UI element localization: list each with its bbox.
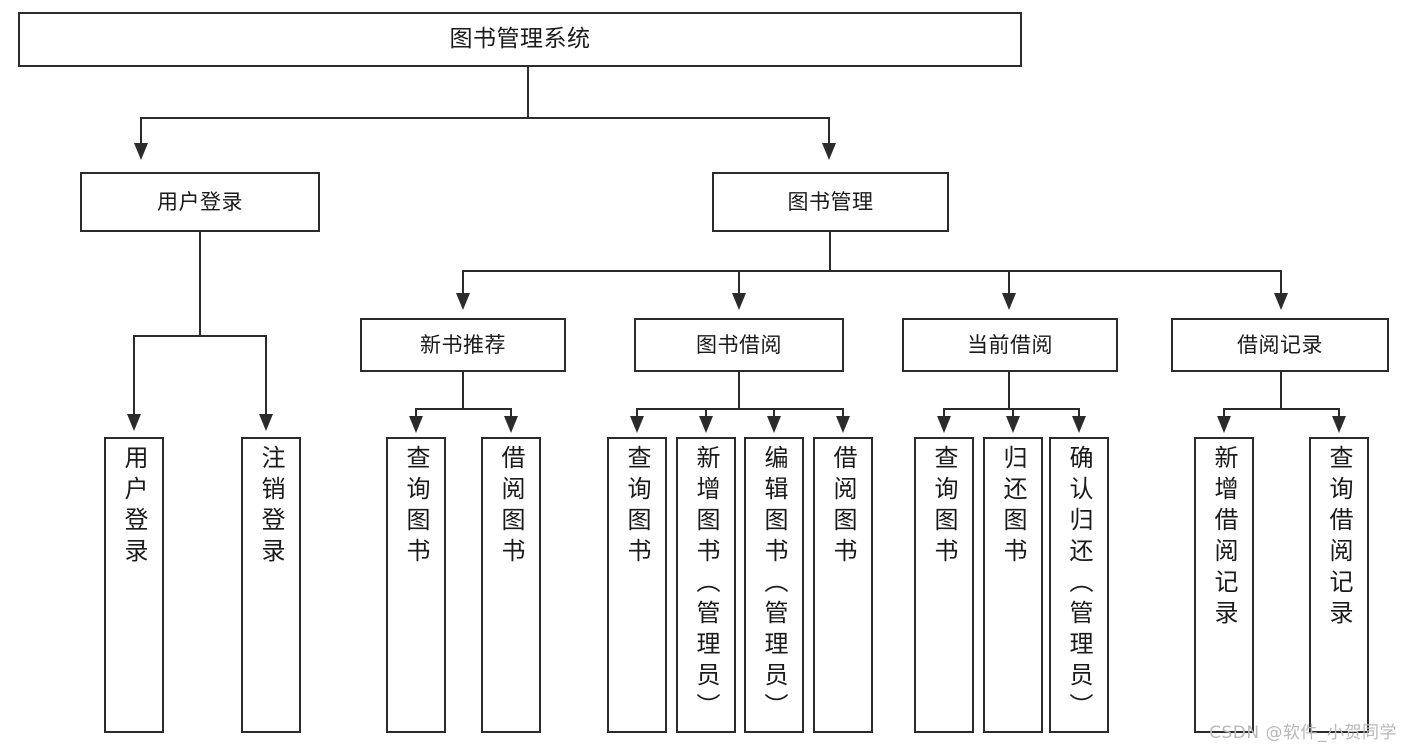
connector-drop-leaf-13 bbox=[1338, 408, 1340, 418]
leaf-node-confirm-return-admin[interactable]: 确认归还（管理员） bbox=[1049, 437, 1109, 733]
node-label: 新书推荐 bbox=[420, 332, 506, 357]
connector-book-borrow-bus bbox=[636, 408, 843, 410]
connector-drop-book-manage bbox=[828, 117, 830, 145]
leaf-node-logout[interactable]: 注销登录 bbox=[241, 437, 301, 733]
leaf-node-borrow-book[interactable]: 借阅图书 bbox=[813, 437, 873, 733]
node-label: 借阅图书 bbox=[829, 445, 857, 569]
node-label: 用户登录 bbox=[157, 189, 243, 214]
node-label: 当前借阅 bbox=[967, 332, 1053, 357]
node-label: 图书管理 bbox=[787, 189, 874, 214]
node-label: 用户登录 bbox=[120, 445, 148, 569]
node-label: 归还图书 bbox=[999, 445, 1027, 569]
node-label: 查询图书 bbox=[623, 445, 651, 569]
connector-user-login-stem bbox=[199, 232, 201, 336]
connector-drop-leaf-3 bbox=[415, 408, 417, 418]
arrowhead-borrow-book bbox=[732, 293, 746, 310]
connector-borrow-record-stem bbox=[1280, 372, 1282, 409]
connector-drop-leaf-4 bbox=[510, 408, 512, 418]
arrowhead-leaf-6 bbox=[699, 416, 713, 433]
arrowhead-leaf-3 bbox=[409, 416, 423, 433]
node-new-book-recommend[interactable]: 新书推荐 bbox=[360, 318, 566, 372]
node-book-management[interactable]: 图书管理 bbox=[712, 172, 949, 232]
leaf-node-add-borrow-record[interactable]: 新增借阅记录 bbox=[1194, 437, 1254, 733]
connector-drop-leaf-7 bbox=[773, 408, 775, 418]
arrowhead-leaf-5 bbox=[630, 416, 644, 433]
arrowhead-leaf-9 bbox=[937, 416, 951, 433]
connector-current-borrow-bus bbox=[943, 408, 1079, 410]
connector-root-stem bbox=[527, 67, 529, 117]
connector-drop-leaf-12 bbox=[1223, 408, 1225, 418]
connector-drop-leaf-10 bbox=[1012, 408, 1014, 418]
connector-level2-bus bbox=[462, 270, 1282, 272]
leaf-node-borrow-book-recommend[interactable]: 借阅图书 bbox=[481, 437, 541, 733]
connector-drop-borrow-record bbox=[1280, 270, 1282, 295]
node-label: 借阅图书 bbox=[497, 445, 525, 569]
arrowhead-leaf-10 bbox=[1006, 416, 1020, 433]
leaf-node-query-book-recommend[interactable]: 查询图书 bbox=[386, 437, 446, 733]
connector-drop-current-borrow bbox=[1008, 270, 1010, 295]
node-label: 确认归还（管理员） bbox=[1065, 445, 1093, 724]
connector-level1-bus bbox=[140, 117, 830, 119]
node-label: 查询借阅记录 bbox=[1325, 445, 1353, 631]
arrowhead-leaf-7 bbox=[767, 416, 781, 433]
node-label: 新增图书（管理员） bbox=[692, 445, 720, 724]
node-label: 编辑图书（管理员） bbox=[760, 445, 788, 724]
arrowhead-borrow-record bbox=[1274, 293, 1288, 310]
node-label: 图书管理系统 bbox=[449, 25, 591, 52]
watermark-text: CSDN @软件_小贺同学 bbox=[1209, 723, 1397, 743]
connector-user-login-bus bbox=[133, 335, 267, 337]
node-book-borrow[interactable]: 图书借阅 bbox=[634, 318, 844, 372]
node-label: 借阅记录 bbox=[1237, 332, 1323, 357]
connector-book-borrow-stem bbox=[738, 372, 740, 409]
connector-drop-user-login bbox=[140, 117, 142, 145]
node-label: 新增借阅记录 bbox=[1210, 445, 1238, 631]
connector-book-manage-stem bbox=[829, 232, 831, 272]
arrowhead-leaf-13 bbox=[1332, 416, 1346, 433]
node-label: 查询图书 bbox=[930, 445, 958, 569]
arrowhead-leaf-2 bbox=[259, 414, 273, 431]
connector-drop-borrow-book bbox=[738, 270, 740, 295]
connector-new-book-stem bbox=[462, 372, 464, 409]
node-label: 注销登录 bbox=[257, 445, 285, 569]
connector-drop-leaf-8 bbox=[842, 408, 844, 418]
node-label: 查询图书 bbox=[402, 445, 430, 569]
connector-drop-new-book bbox=[462, 270, 464, 295]
connector-drop-leaf-11 bbox=[1078, 408, 1080, 418]
leaf-node-query-book-borrow[interactable]: 查询图书 bbox=[607, 437, 667, 733]
arrowhead-leaf-11 bbox=[1072, 416, 1086, 433]
connector-new-book-bus bbox=[415, 408, 511, 410]
leaf-node-edit-book-admin[interactable]: 编辑图书（管理员） bbox=[744, 437, 804, 733]
leaf-node-query-borrow-record[interactable]: 查询借阅记录 bbox=[1309, 437, 1369, 733]
node-user-login[interactable]: 用户登录 bbox=[80, 172, 320, 232]
connector-drop-leaf-6 bbox=[705, 408, 707, 418]
arrowhead-leaf-8 bbox=[836, 416, 850, 433]
leaf-node-user-login[interactable]: 用户登录 bbox=[104, 437, 164, 733]
connector-drop-leaf-1 bbox=[133, 335, 135, 416]
arrowhead-leaf-12 bbox=[1217, 416, 1231, 433]
node-borrow-record[interactable]: 借阅记录 bbox=[1171, 318, 1389, 372]
connector-drop-leaf-9 bbox=[943, 408, 945, 418]
connector-borrow-record-bus bbox=[1223, 408, 1339, 410]
node-current-borrow[interactable]: 当前借阅 bbox=[902, 318, 1118, 372]
arrowhead-user-login bbox=[134, 143, 148, 160]
arrowhead-new-book bbox=[456, 293, 470, 310]
node-root-system[interactable]: 图书管理系统 bbox=[18, 12, 1022, 67]
connector-drop-leaf-5 bbox=[636, 408, 638, 418]
arrowhead-leaf-1 bbox=[127, 414, 141, 431]
arrowhead-current-borrow bbox=[1002, 293, 1016, 310]
arrowhead-leaf-4 bbox=[504, 416, 518, 433]
node-label: 图书借阅 bbox=[696, 332, 782, 357]
leaf-node-query-book-current[interactable]: 查询图书 bbox=[914, 437, 974, 733]
connector-drop-leaf-2 bbox=[265, 335, 267, 416]
leaf-node-add-book-admin[interactable]: 新增图书（管理员） bbox=[676, 437, 736, 733]
leaf-node-return-book[interactable]: 归还图书 bbox=[983, 437, 1043, 733]
connector-current-borrow-stem bbox=[1008, 372, 1010, 409]
arrowhead-book-manage bbox=[822, 143, 836, 160]
